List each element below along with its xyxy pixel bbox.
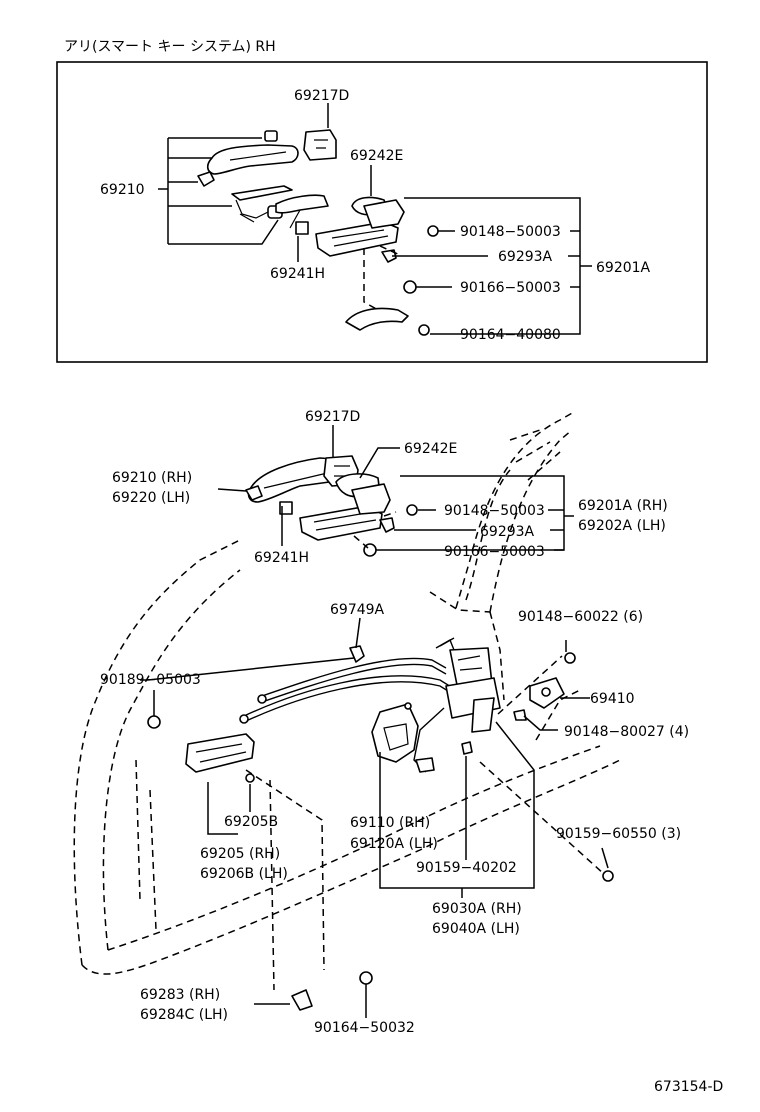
diagram-code: 673154-D bbox=[654, 1079, 723, 1095]
label-69242e: 69242E bbox=[404, 441, 457, 457]
main-inside-handle bbox=[147, 715, 373, 1011]
main-cables bbox=[239, 637, 465, 724]
label-69120a-lh: 69120A (LH) bbox=[350, 836, 438, 852]
label-90159-40202: 90159−40202 bbox=[416, 860, 517, 876]
label-69283-rh: 69283 (RH) bbox=[140, 987, 220, 1003]
inset-label-90164-40080: 90164−40080 bbox=[460, 327, 561, 343]
label-69206b-lh: 69206B (LH) bbox=[200, 866, 288, 882]
label-90166-50003: 90166−50003 bbox=[444, 544, 545, 560]
label-69201a-rh: 69201A (RH) bbox=[578, 498, 668, 514]
inset-frame-rear bbox=[275, 194, 329, 229]
main-striker bbox=[461, 652, 614, 882]
label-69030a-rh: 69030A (RH) bbox=[432, 901, 522, 917]
label-90148-80027: 90148−80027 (4) bbox=[564, 724, 689, 740]
inset-smart-key-rh: 69217D 69242E 69210 69241H 90148−50003 6… bbox=[56, 61, 708, 363]
label-69241h: 69241H bbox=[254, 550, 309, 566]
label-90189-05003: 90189−05003 bbox=[100, 672, 201, 688]
inset-hardware bbox=[345, 225, 439, 336]
main-door-assembly: 69217D 69242E 69210 (RH) 69220 (LH) 9014… bbox=[73, 409, 689, 1036]
label-69293a: 69293A bbox=[480, 524, 535, 540]
inset-antenna-assy bbox=[231, 185, 293, 223]
inset-label-69241h: 69241H bbox=[270, 266, 325, 282]
label-90148-60022: 90148−60022 (6) bbox=[518, 609, 643, 625]
label-69110-rh: 69110 (RH) bbox=[350, 815, 430, 831]
inset-label-69293a: 69293A bbox=[498, 249, 553, 265]
inset-label-69210: 69210 bbox=[100, 182, 145, 198]
label-69040a-lh: 69040A (LH) bbox=[432, 921, 520, 937]
label-90159-60550: 90159−60550 (3) bbox=[556, 826, 681, 842]
label-69205-rh: 69205 (RH) bbox=[200, 846, 280, 862]
label-69284c-lh: 69284C (LH) bbox=[140, 1007, 228, 1023]
label-69220-lh: 69220 (LH) bbox=[112, 490, 190, 506]
inset-outside-handle bbox=[197, 129, 337, 187]
main-leader-lines bbox=[140, 425, 609, 1018]
main-door-lock-assy bbox=[413, 647, 501, 773]
main-lock-cover bbox=[371, 702, 419, 763]
label-69749a: 69749A bbox=[330, 602, 385, 618]
door-outline bbox=[73, 411, 621, 975]
label-69202a-lh: 69202A (LH) bbox=[578, 518, 666, 534]
inset-label-90166-50003: 90166−50003 bbox=[460, 280, 561, 296]
label-69410: 69410 bbox=[590, 691, 635, 707]
label-69217d: 69217D bbox=[305, 409, 360, 425]
inset-label-90148-50003: 90148−50003 bbox=[460, 224, 561, 240]
inset-label-69201a: 69201A bbox=[596, 260, 651, 276]
inset-label-69242e: 69242E bbox=[350, 148, 403, 164]
label-90148-50003: 90148−50003 bbox=[444, 503, 545, 519]
label-69210-rh: 69210 (RH) bbox=[112, 470, 192, 486]
inset-label-69217d: 69217D bbox=[294, 88, 349, 104]
diagram-header-title: アリ(スマート キー システム) RH bbox=[64, 39, 276, 55]
label-69205b: 69205B bbox=[224, 814, 278, 830]
main-handle-frame bbox=[279, 473, 418, 557]
inset-frame bbox=[56, 61, 708, 363]
inset-handle-frame bbox=[295, 196, 405, 257]
label-90164-50032: 90164−50032 bbox=[314, 1020, 415, 1036]
